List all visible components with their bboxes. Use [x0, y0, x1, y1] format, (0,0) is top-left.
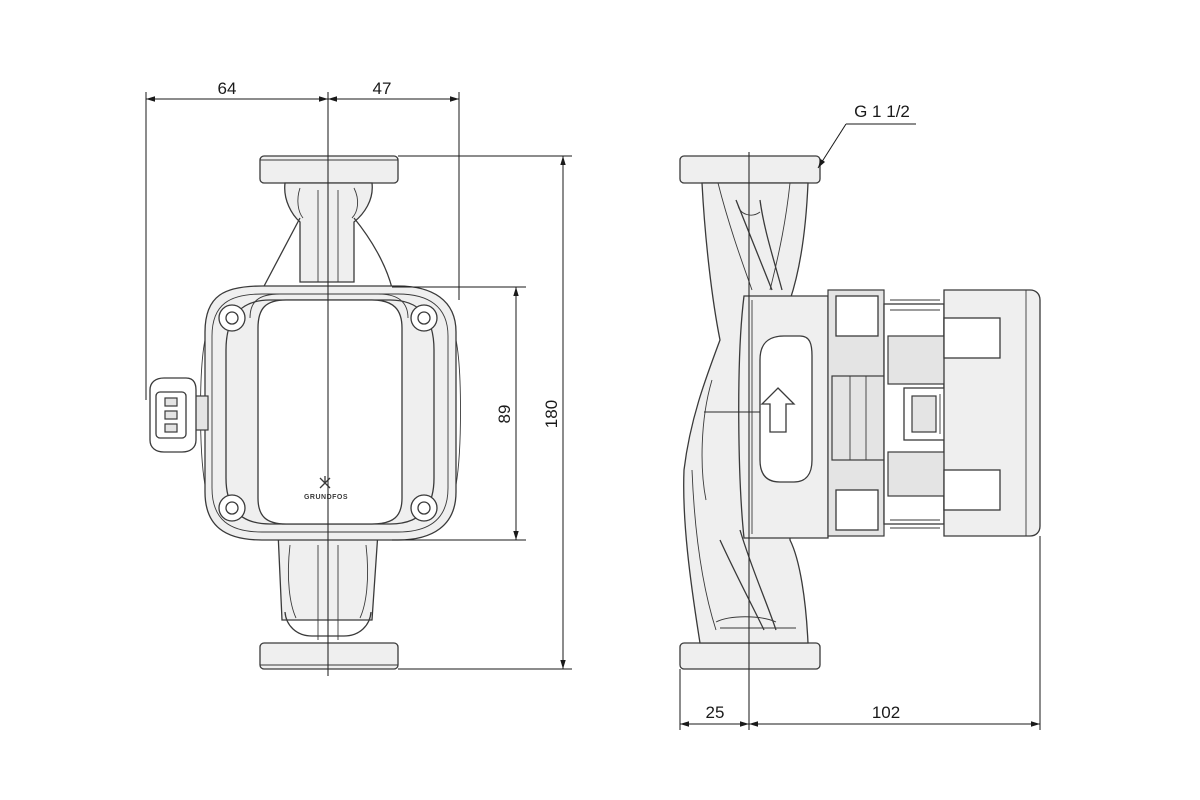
screw-boss-top-left	[218, 304, 246, 332]
screw-boss-top-right	[410, 304, 438, 332]
side-top-flange	[679, 155, 821, 184]
front-view: GRUNDFOS 64 47 89 180	[145, 79, 572, 676]
side-bottom-flange	[679, 642, 821, 670]
housing-side-rib	[455, 339, 461, 486]
bottom-flange	[259, 642, 399, 670]
dim-label-180: 180	[542, 400, 561, 428]
flow-direction-arrow-icon	[760, 387, 796, 433]
connector-plug-icon	[149, 377, 209, 453]
side-view: G 1 1/2 25 102	[679, 102, 1041, 730]
screw-boss-bottom-left	[218, 494, 246, 522]
rear-cover	[943, 289, 1041, 537]
screw-boss-bottom-right	[410, 494, 438, 522]
thread-leader: G 1 1/2	[817, 102, 916, 169]
dim-label-102: 102	[872, 703, 900, 722]
top-neck	[261, 182, 393, 291]
thread-label: G 1 1/2	[854, 102, 910, 121]
brand-logo-text: GRUNDFOS	[304, 494, 348, 501]
dim-label-89: 89	[495, 405, 514, 424]
dim-label-47: 47	[373, 79, 392, 98]
dim-label-25: 25	[706, 703, 725, 722]
control-box	[249, 293, 409, 525]
top-flange	[259, 155, 399, 184]
dim-label-64: 64	[218, 79, 237, 98]
